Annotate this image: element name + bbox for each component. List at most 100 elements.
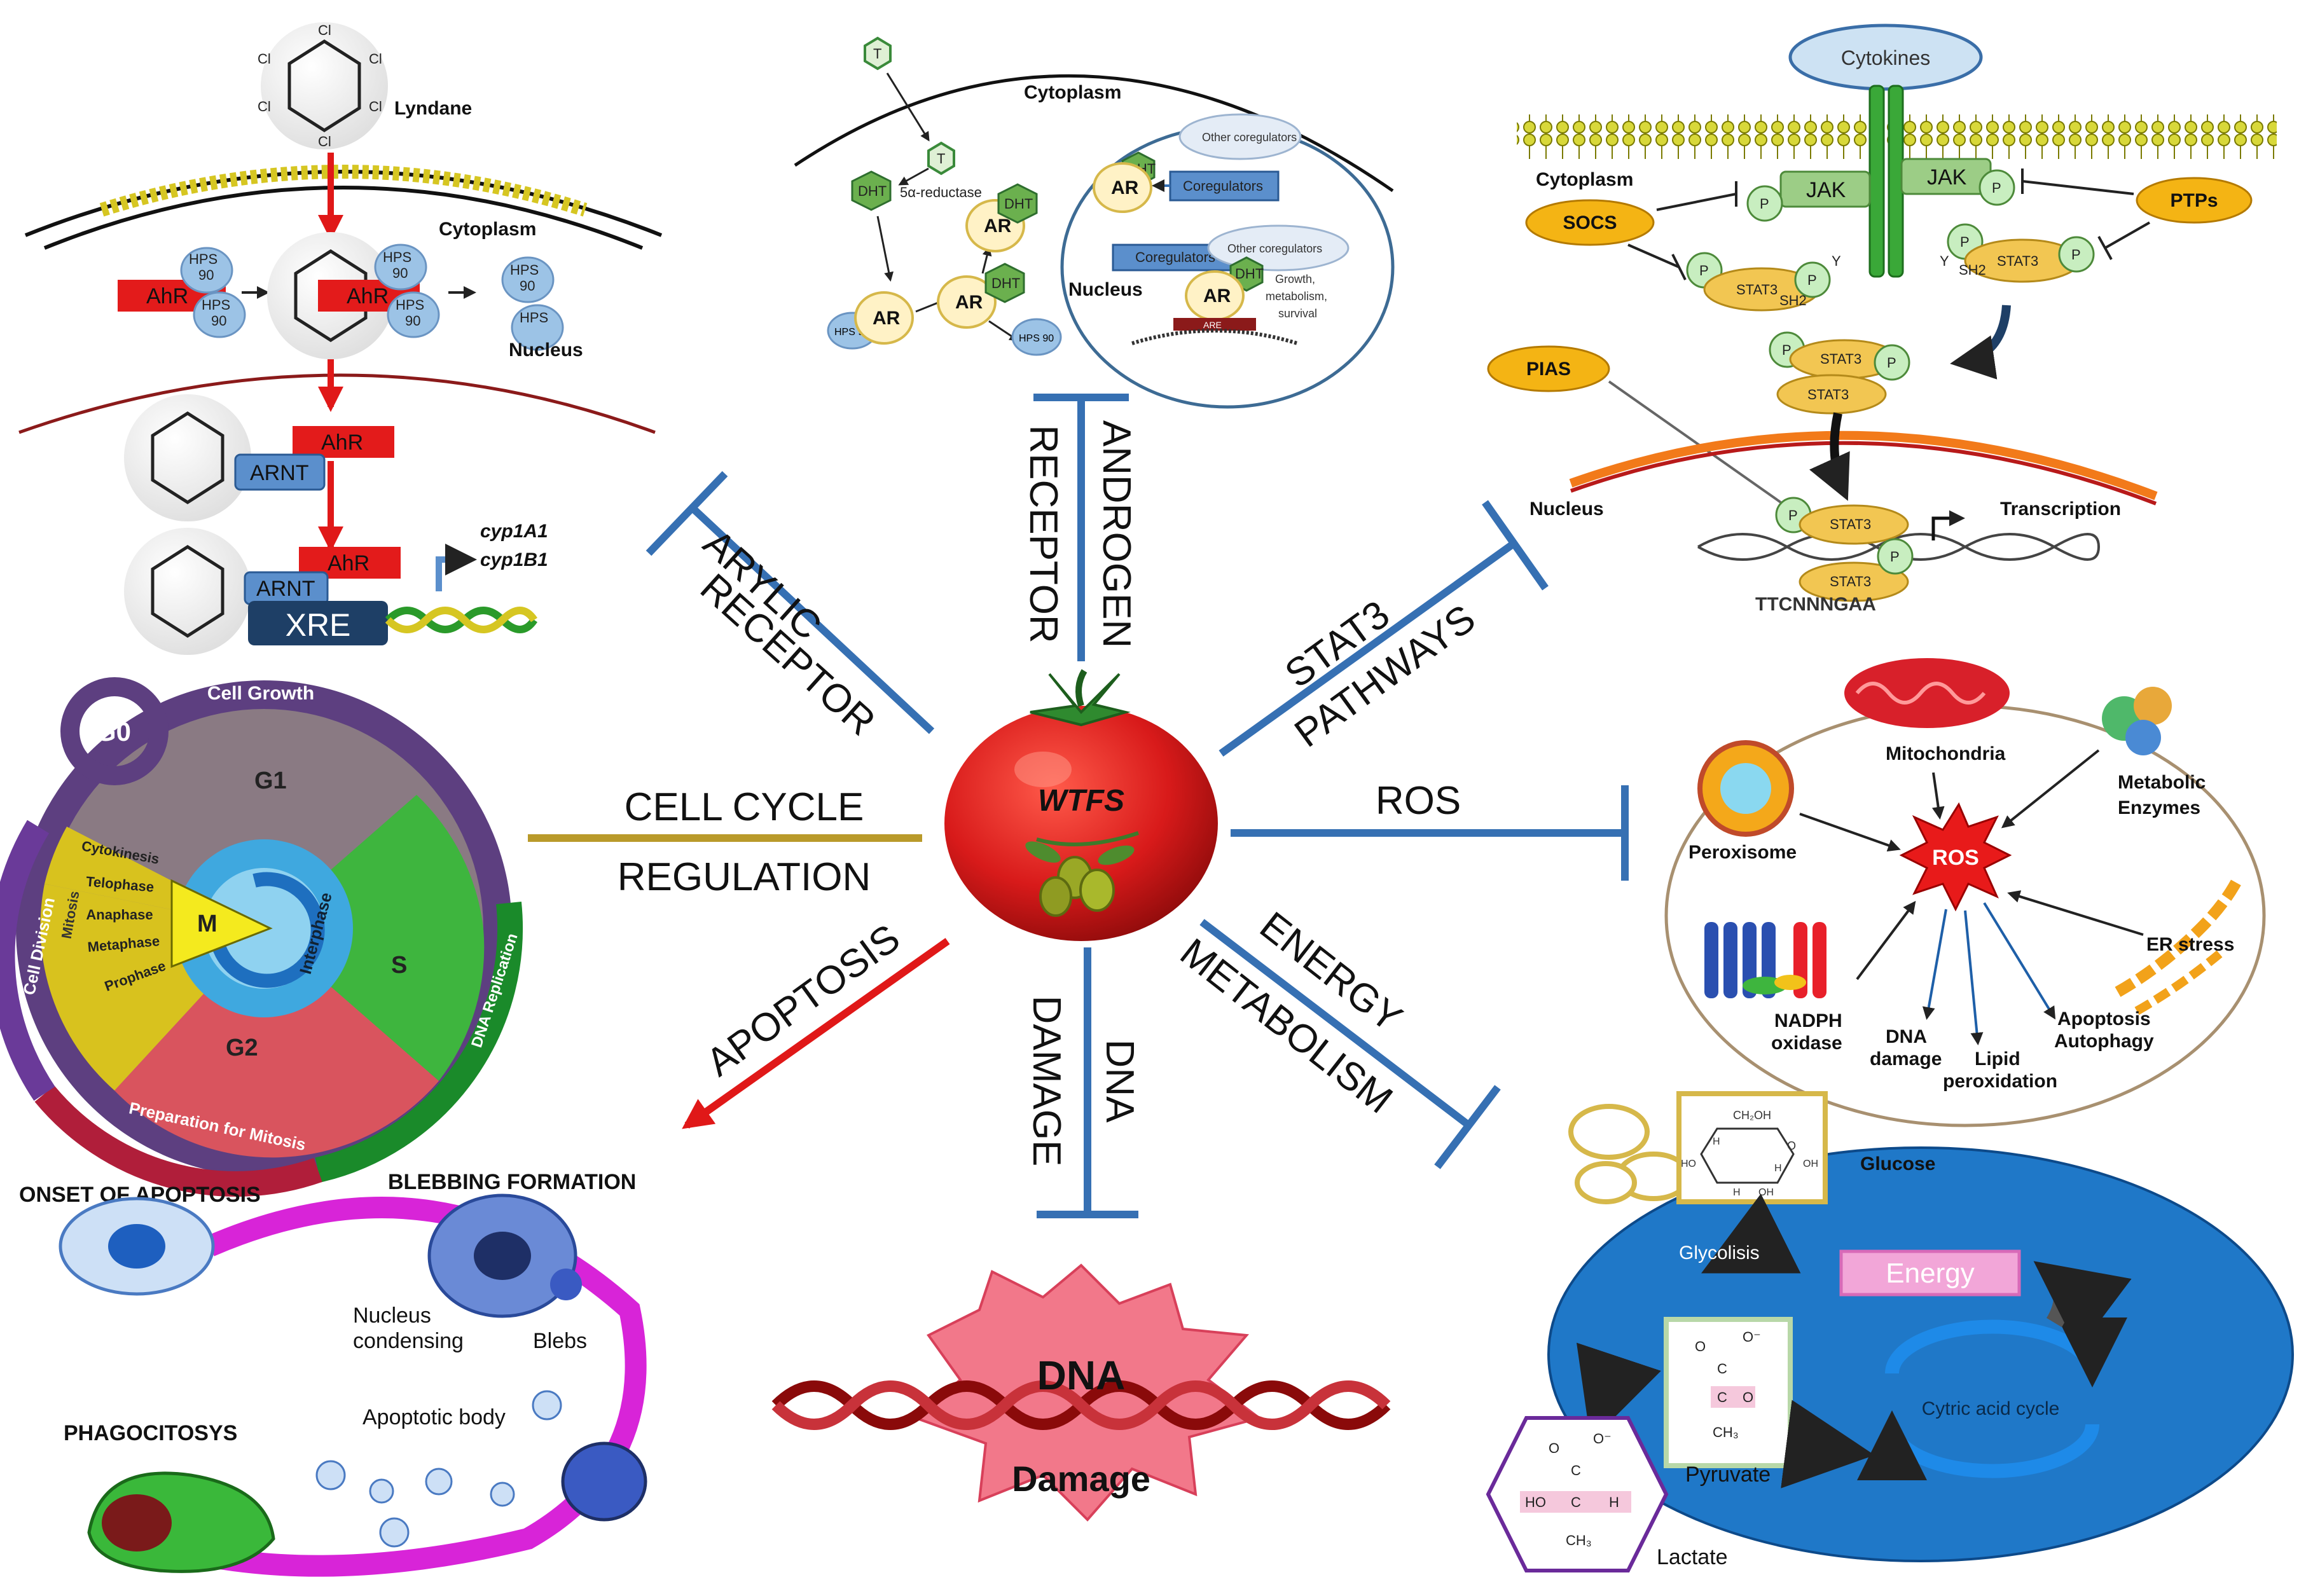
svg-text:Cl: Cl (369, 99, 382, 114)
blebbing-label: BLEBBING FORMATION (388, 1170, 636, 1194)
ar-cytoplasm-label: Cytoplasm (1024, 82, 1121, 103)
dna-subtitle: Damage (1012, 1459, 1150, 1499)
svg-text:ARNT: ARNT (250, 461, 309, 485)
svg-text:Growth,: Growth, (1275, 273, 1315, 285)
svg-text:HPS: HPS (396, 297, 424, 313)
svg-text:T: T (937, 151, 945, 167)
lindane-label: Lyndane (394, 98, 472, 119)
mitochondria-label: Mitochondria (1886, 743, 2006, 764)
svg-text:P: P (1807, 272, 1817, 288)
ros-panel: Mitochondria Metabolic Enzymes Peroxisom… (1664, 658, 2266, 1127)
tomato-title: WTFS (1038, 784, 1124, 818)
svg-text:H: H (1733, 1187, 1741, 1198)
svg-text:HO: HO (1525, 1494, 1546, 1510)
ahr-panel: Cl Cl Cl Cl Cl Cl Lyndane Cytoplasm AhR … (18, 22, 663, 655)
glycolysis-label: Glycolisis (1679, 1242, 1760, 1263)
svg-text:STAT3: STAT3 (1830, 574, 1871, 589)
svg-text:O: O (1549, 1440, 1559, 1456)
stat-cytoplasm-label: Cytoplasm (1536, 169, 1633, 190)
svg-text:PIAS: PIAS (1526, 359, 1571, 380)
svg-text:JAK: JAK (1806, 178, 1846, 202)
svg-text:Cl: Cl (318, 22, 331, 38)
svg-text:PTPs: PTPs (2170, 190, 2218, 211)
svg-text:SH2: SH2 (1959, 262, 1986, 278)
svg-text:P: P (1760, 196, 1769, 212)
svg-text:AR: AR (984, 216, 1012, 237)
svg-text:Metabolic: Metabolic (2118, 772, 2206, 793)
g0-label: G0 (95, 717, 131, 746)
svg-text:Other coregulators: Other coregulators (1227, 242, 1322, 255)
nadph-oxidase-icon (1704, 922, 1826, 998)
cytokines-label: Cytokines (1841, 46, 1931, 69)
er-icon (2115, 874, 2244, 1015)
svg-text:Blebs: Blebs (533, 1329, 587, 1353)
apoptosis-label: APOPTOSIS (698, 916, 908, 1085)
enzymes-icon (2102, 687, 2172, 755)
svg-text:HPS: HPS (202, 297, 230, 313)
lindane-molecule: Cl Cl Cl Cl Cl Cl Lyndane (258, 22, 472, 149)
svg-text:STAT3: STAT3 (1830, 516, 1871, 532)
svg-text:O: O (1695, 1338, 1706, 1354)
svg-text:STAT3: STAT3 (1997, 253, 2038, 269)
ar-nucleus-label: Nucleus (1068, 279, 1143, 300)
svg-text:DNA: DNA (1886, 1026, 1927, 1047)
svg-text:S: S (391, 952, 407, 979)
energy-label: Energy (1886, 1258, 1974, 1289)
svg-text:C: C (1571, 1494, 1581, 1510)
svg-text:HPS: HPS (383, 249, 411, 265)
arms (528, 394, 1629, 1218)
svg-text:90: 90 (520, 278, 535, 294)
glucose-label: Glucose (1860, 1153, 1935, 1174)
svg-text:5α-reductase: 5α-reductase (900, 184, 982, 200)
svg-text:Cl: Cl (258, 51, 271, 67)
svg-text:P: P (1887, 355, 1896, 371)
svg-text:OH: OH (1758, 1187, 1774, 1198)
svg-text:SH2: SH2 (1779, 292, 1807, 308)
svg-text:Y: Y (1832, 253, 1841, 269)
svg-text:AR: AR (873, 308, 901, 329)
gene-cyp1a1: cyp1A1 (480, 521, 548, 542)
gene-cyp1b1: cyp1B1 (480, 549, 548, 570)
svg-text:survival: survival (1278, 307, 1317, 320)
dna-title: DNA (1037, 1352, 1126, 1398)
androgen-label-2: RECEPTOR (1021, 425, 1065, 643)
svg-text:CH₃: CH₃ (1713, 1424, 1739, 1440)
svg-text:P: P (1788, 507, 1798, 523)
svg-text:Coregulators: Coregulators (1135, 249, 1215, 265)
svg-text:Cl: Cl (318, 134, 331, 149)
svg-text:HPS 90: HPS 90 (1019, 333, 1054, 344)
svg-text:O: O (1743, 1389, 1753, 1405)
svg-text:OH: OH (1803, 1159, 1818, 1169)
svg-text:condensing: condensing (353, 1329, 464, 1353)
svg-text:O: O (1787, 1139, 1796, 1152)
svg-text:P: P (1960, 234, 1970, 250)
svg-text:90: 90 (405, 313, 420, 329)
lactate-label: Lactate (1657, 1545, 1728, 1569)
svg-text:G1: G1 (254, 767, 287, 794)
svg-text:H: H (1713, 1136, 1720, 1147)
svg-text:STAT3: STAT3 (1736, 282, 1778, 298)
svg-text:C: C (1717, 1389, 1727, 1405)
svg-text:NADPH: NADPH (1774, 1010, 1842, 1031)
svg-text:AR: AR (1203, 285, 1231, 306)
svg-text:DHT: DHT (858, 183, 887, 199)
svg-text:M: M (197, 911, 218, 937)
svg-text:AR: AR (955, 292, 983, 313)
svg-text:ARNT: ARNT (256, 577, 315, 601)
svg-text:H: H (1609, 1494, 1619, 1510)
ar-panel: Cytoplasm Nucleus T T DHT 5α-reductase H… (794, 36, 1395, 409)
svg-text:C: C (1571, 1462, 1581, 1478)
svg-text:T: T (873, 46, 881, 62)
transcription-label: Transcription (2000, 499, 2121, 519)
ahr-cytoplasm-label: Cytoplasm (439, 219, 536, 240)
svg-text:DHT: DHT (1235, 266, 1264, 282)
svg-text:Lipid: Lipid (1975, 1049, 2020, 1070)
svg-text:JAK: JAK (1927, 165, 1967, 189)
pyruvate-label: Pyruvate (1685, 1462, 1771, 1487)
ros-center-label: ROS (1932, 846, 1979, 870)
svg-text:Coregulators: Coregulators (1183, 178, 1263, 194)
svg-text:O⁻: O⁻ (1593, 1431, 1612, 1447)
dna-label-1: DNA (1098, 1040, 1142, 1124)
